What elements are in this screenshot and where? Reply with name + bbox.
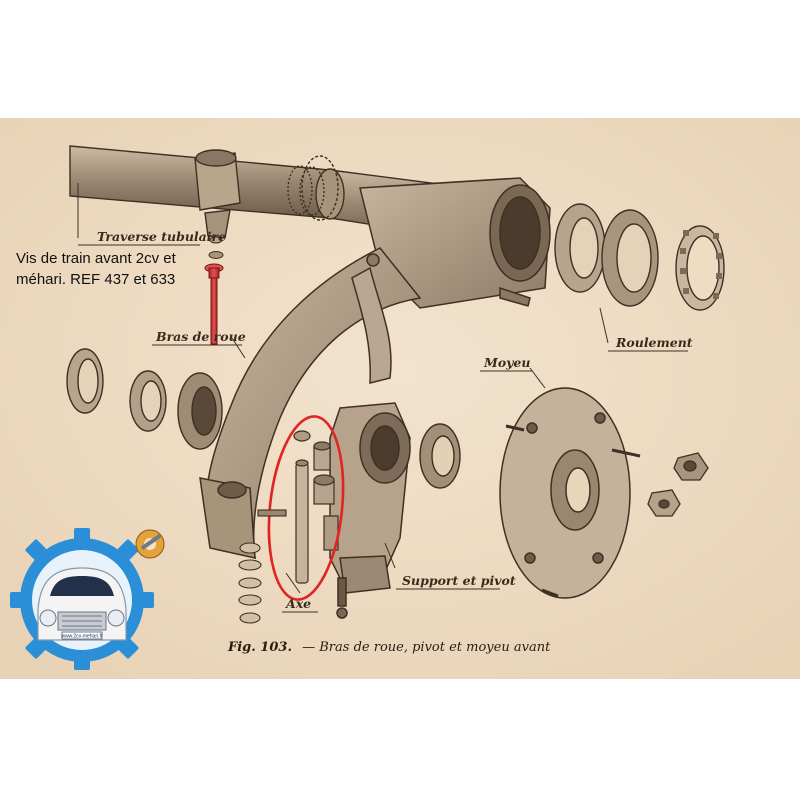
figure-caption: Fig. 103. — Bras de roue, pivot et moyeu… <box>227 640 551 655</box>
washer-stack <box>238 509 287 624</box>
label-traverse-tubulaire: Traverse tubulaire <box>97 229 226 244</box>
hub-nuts <box>647 452 709 517</box>
left-bearings <box>66 348 223 450</box>
logo-plate-text: www.2cv-mehari.fr <box>61 634 102 640</box>
label-moyeu: Moyeu <box>483 355 530 370</box>
roulement-bearings <box>301 155 725 311</box>
label-roulement: Roulement <box>615 335 693 350</box>
label-axe: Axe <box>285 596 311 611</box>
figure-caption-text: — Bras de roue, pivot et moyeu avant <box>302 640 551 655</box>
arm-head-housing <box>359 177 551 309</box>
figure-number: Fig. 103. <box>227 640 292 655</box>
leader-lines <box>77 183 609 594</box>
car-icon: www.2cv-mehari.fr <box>37 567 127 641</box>
shop-logo: www.2cv-mehari.fr <box>10 528 165 670</box>
product-caption: Vis de train avant 2cv et méhari. REF 43… <box>16 250 176 288</box>
wheel-arm <box>199 247 422 560</box>
red-screw <box>204 236 224 345</box>
label-support-et-pivot: Support et pivot <box>402 573 516 588</box>
highlight-ellipse <box>267 415 345 601</box>
seal-ring <box>419 423 461 489</box>
moyeu-hub <box>499 387 641 599</box>
label-bras-de-roue: Bras de roue <box>155 329 246 344</box>
tools-icon <box>135 529 165 559</box>
